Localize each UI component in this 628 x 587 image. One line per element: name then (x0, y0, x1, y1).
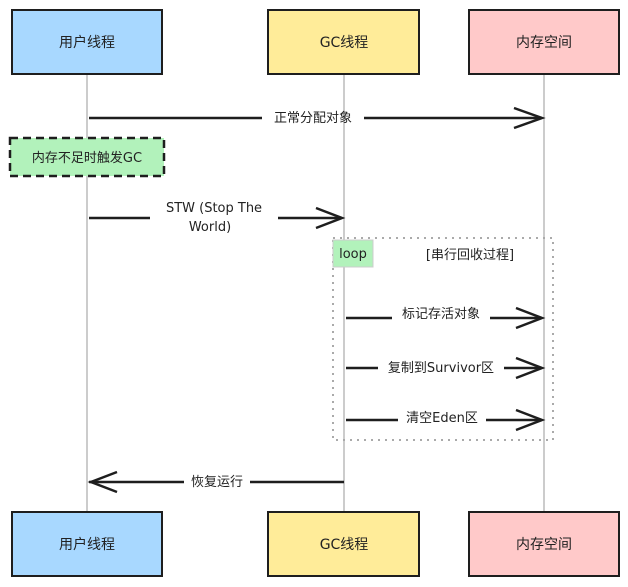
message-label: 恢复运行 (191, 475, 243, 490)
message-allocate: 正常分配对象 (89, 106, 546, 130)
message-label: 正常分配对象 (274, 111, 352, 126)
participant-user-top[interactable]: 用户线程 (11, 9, 163, 75)
participant-mem-top[interactable]: 内存空间 (468, 9, 620, 75)
loop-tag-label: loop (339, 247, 367, 262)
loop-frame: loop [串行回收过程] (332, 237, 554, 441)
participant-gc-top[interactable]: GC线程 (267, 9, 420, 75)
participant-gc-bottom[interactable]: GC线程 (267, 511, 420, 577)
message-label: 清空Eden区 (406, 411, 478, 426)
message-mark-live: 标记存活对象 (346, 306, 546, 330)
message-clear-eden: 清空Eden区 (346, 408, 546, 432)
participant-mem-bottom[interactable]: 内存空间 (468, 511, 620, 577)
note-trigger-gc[interactable]: 内存不足时触发GC (8, 136, 166, 178)
message-copy-survivor: 复制到Survivor区 (346, 356, 546, 380)
message-label: STW (Stop The (166, 201, 262, 216)
message-label: 复制到Survivor区 (388, 361, 494, 376)
message-label-line2: World) (189, 220, 231, 235)
loop-condition: [串行回收过程] (426, 248, 514, 263)
participant-label: GC线程 (320, 537, 369, 553)
loop-tag (332, 239, 374, 268)
participant-label: 用户线程 (59, 536, 115, 553)
message-label: 标记存活对象 (402, 307, 480, 322)
participant-user-bottom[interactable]: 用户线程 (11, 511, 163, 577)
participant-label: 内存空间 (516, 35, 572, 51)
note-label: 内存不足时触发GC (32, 150, 142, 166)
message-resume: 恢复运行 (87, 470, 344, 494)
participant-label: 用户线程 (59, 34, 115, 51)
participant-label: 内存空间 (516, 537, 572, 553)
participant-label: GC线程 (320, 35, 369, 51)
message-stw: STW (Stop The World) (89, 201, 346, 235)
